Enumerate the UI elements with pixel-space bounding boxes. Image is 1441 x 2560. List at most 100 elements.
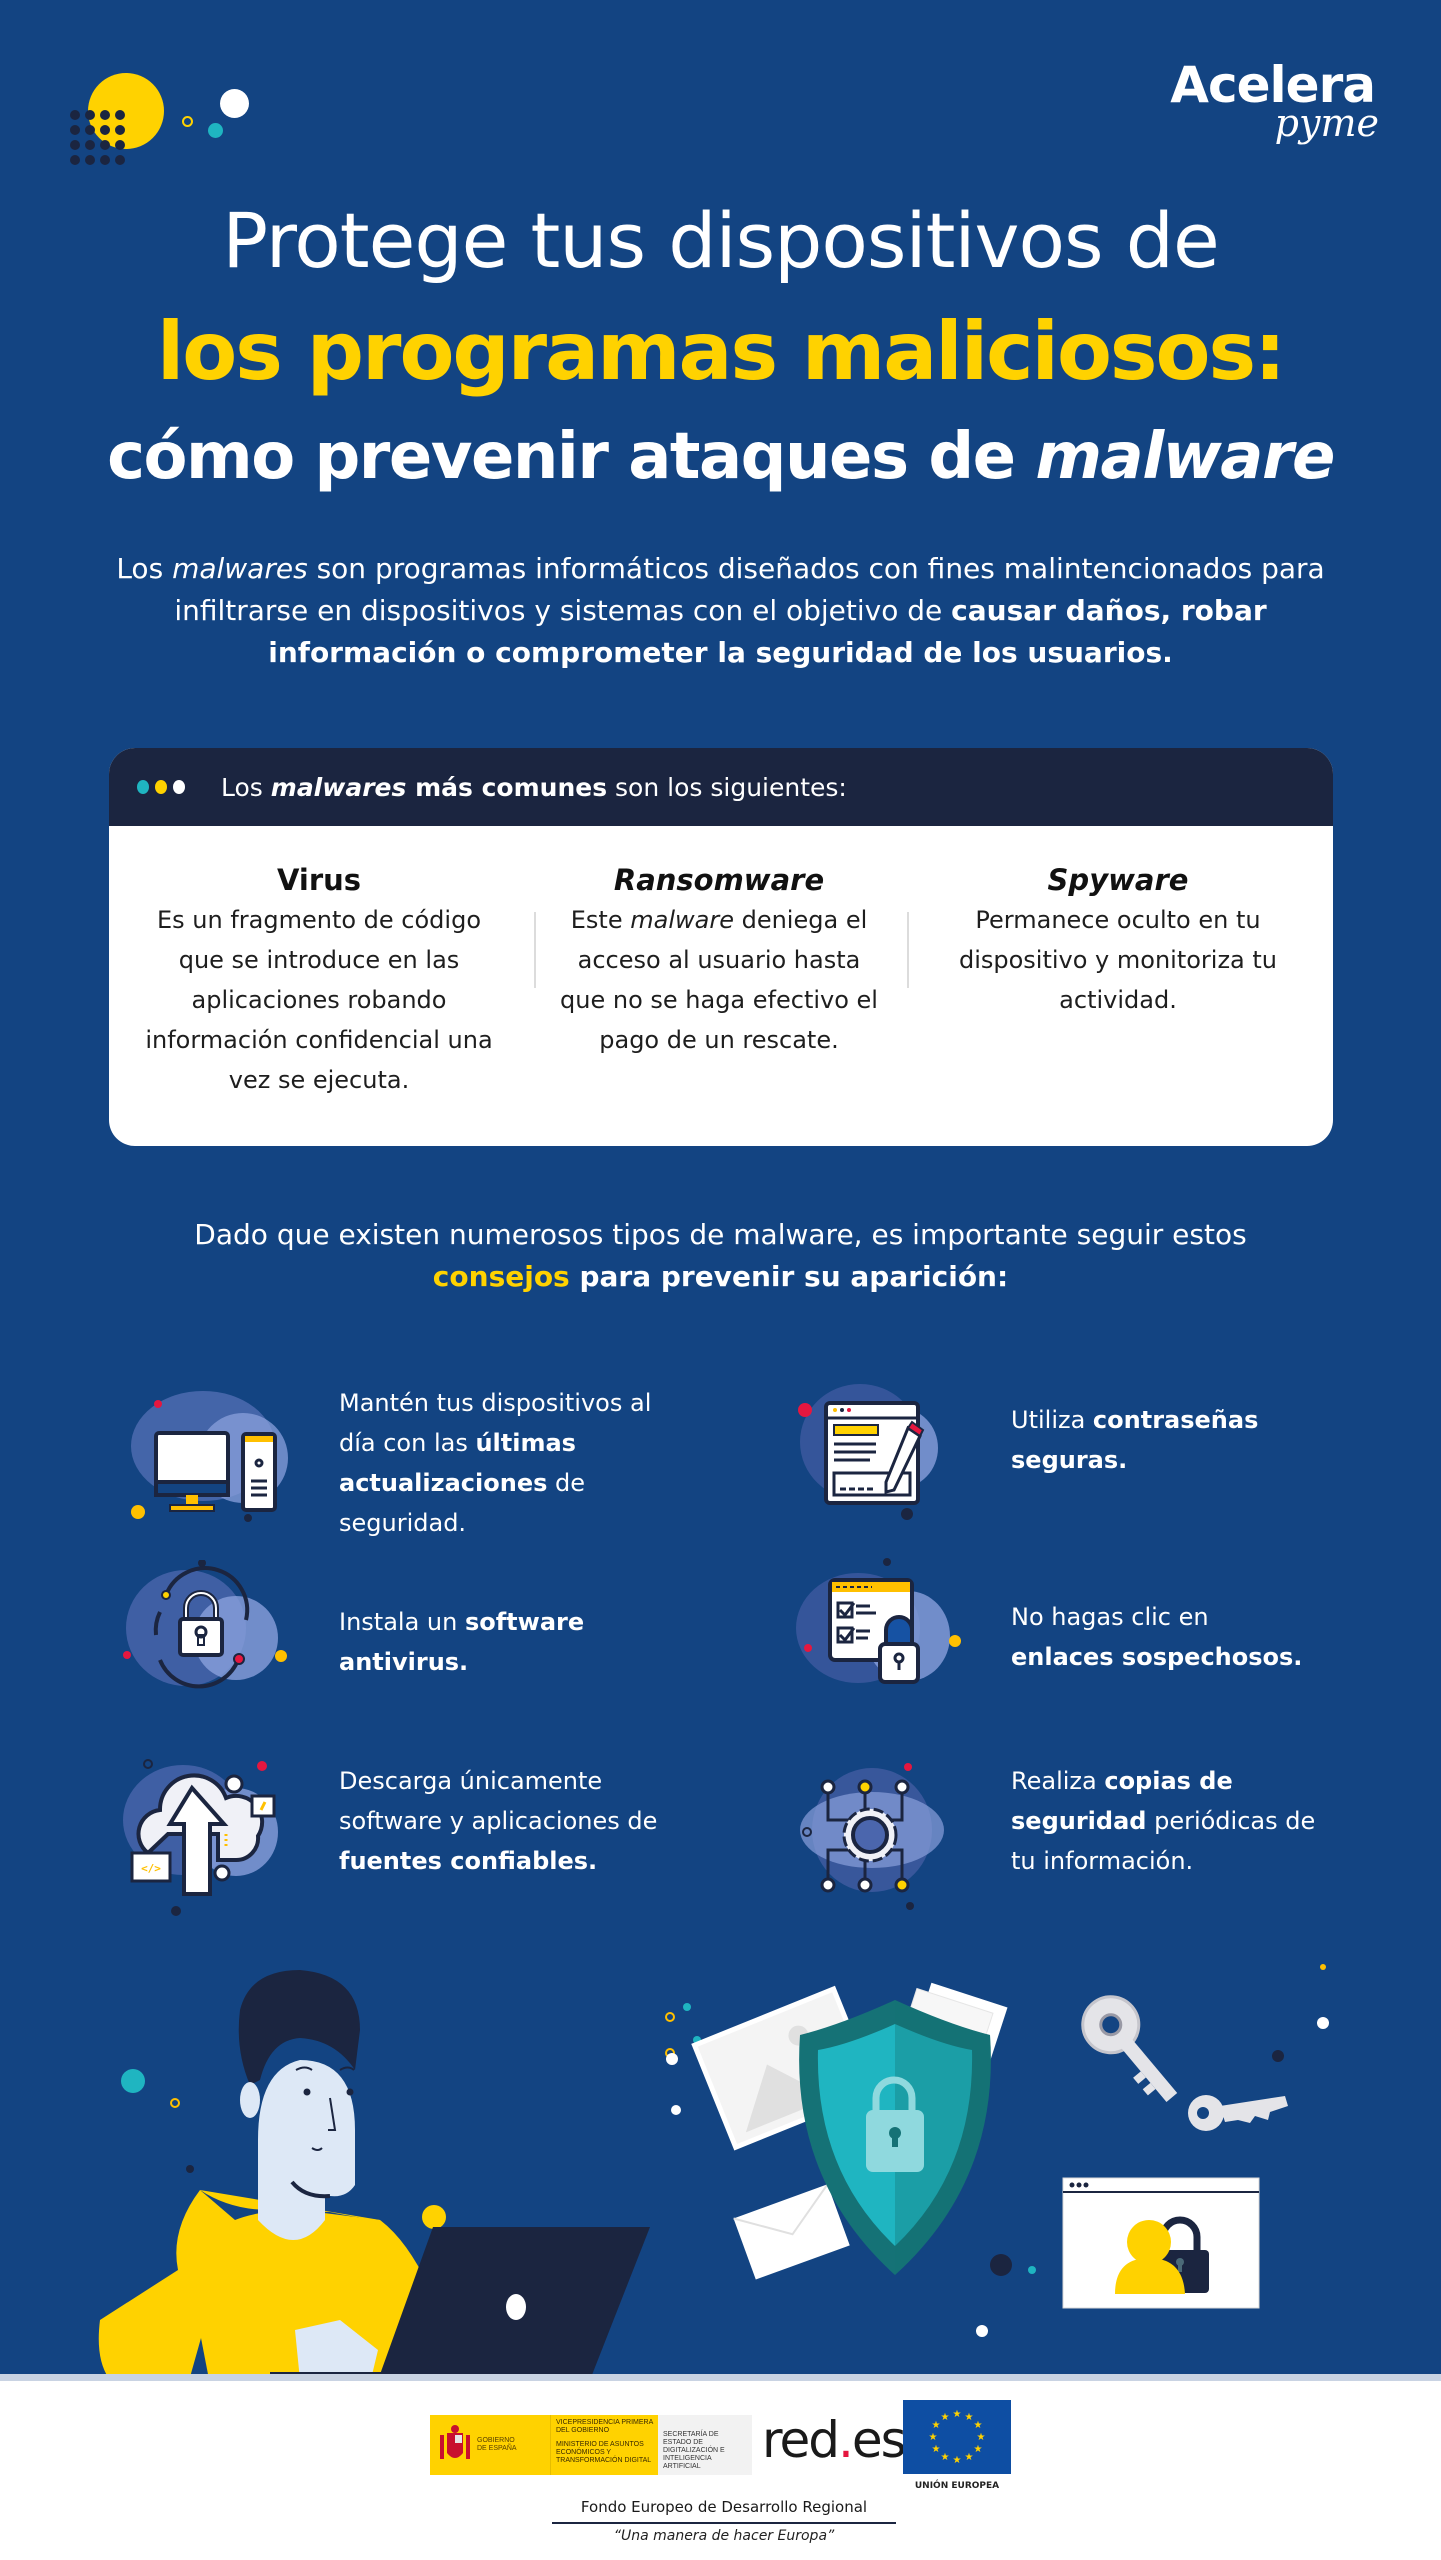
malware-type-name: Spyware: [1047, 863, 1189, 897]
decorative-white-dot: [220, 89, 249, 118]
ministry-block: VICEPRESIDENCIA PRIMERA DEL GOBIERNO MIN…: [550, 2415, 658, 2475]
illustration-baseline: [0, 2374, 1441, 2378]
svg-text:★: ★: [941, 2412, 950, 2423]
yellow-dot-icon: [155, 780, 167, 794]
tip-text: Utiliza: [1011, 1406, 1093, 1434]
password-form-icon: [790, 1378, 960, 1528]
intro-emphasis: malwares: [172, 552, 308, 585]
padlock-icon: [118, 1559, 288, 1710]
vicepresidencia-text: VICEPRESIDENCIA PRIMERA DEL GOBIERNO: [556, 2419, 653, 2434]
svg-text:★: ★: [953, 2409, 962, 2420]
eu-label: UNIÓN EUROPEA: [914, 2481, 1000, 2491]
tip-text: periódicas de tu información.: [1011, 1807, 1316, 1875]
svg-text:★: ★: [941, 2452, 950, 2463]
title-line-2: los programas maliciosos:: [156, 305, 1286, 398]
security-shield-illustration: [665, 1964, 1329, 2337]
tip-text: Mantén tus dispositivos al día con las: [339, 1389, 652, 1457]
malware-type-description: Este malware deniega el acceso al usuari…: [559, 900, 879, 1060]
tip-bold: últimas actualizaciones: [339, 1429, 576, 1497]
title-line-1: Protege tus dispositivos de: [222, 196, 1220, 285]
malware-type-description: Permanece oculto en tu dispositivo y mon…: [958, 906, 1278, 1014]
computer-icon: [118, 1378, 288, 1528]
description-emphasis: malware: [630, 906, 734, 934]
card-header: Los malwares más comunes son los siguien…: [109, 748, 1333, 826]
tip-trusted-sources: Descarga únicamente software y aplicacio…: [339, 1761, 669, 1881]
intro-bold: causar daños, robar información o compro…: [268, 594, 1267, 669]
person-with-laptop-illustration: [98, 1970, 701, 2378]
tip-passwords: Utiliza contraseñas seguras.: [1011, 1400, 1341, 1480]
svg-text:★: ★: [953, 2455, 962, 2466]
card-header-text: son los siguientes:: [607, 772, 847, 802]
column-divider: [907, 912, 909, 988]
redes-text: red: [762, 2411, 840, 2469]
spain-government-block: GOBIERNO DE ESPAÑA: [430, 2415, 550, 2475]
card-header-bold: más comunes: [406, 772, 608, 802]
tip-text: de seguridad.: [339, 1469, 586, 1537]
tip-text: Instala un: [339, 1608, 465, 1636]
teal-dot-icon: [137, 780, 149, 794]
tip-bold: software antivirus.: [339, 1608, 585, 1676]
title-line-3: cómo prevenir ataques de malware: [0, 420, 1441, 494]
malware-type-virus: Virus Es un fragmento de código que se i…: [139, 860, 499, 1100]
redes-text: es: [851, 2411, 907, 2469]
intro-paragraph: Los malwares son programas informáticos …: [100, 548, 1341, 674]
tips-heading: Dado que existen numerosos tipos de malw…: [0, 1214, 1441, 1298]
malware-type-spyware: Spyware Permanece oculto en tu dispositi…: [951, 860, 1285, 1020]
decorative-dot-grid: [70, 110, 125, 165]
description-text: Este: [570, 906, 631, 934]
card-header-label: Los malwares más comunes son los siguien…: [221, 773, 847, 802]
white-dot-icon: [173, 780, 185, 794]
government-logo: GOBIERNO DE ESPAÑA VICEPRESIDENCIA PRIME…: [430, 2415, 752, 2475]
malware-type-name: Virus: [276, 863, 362, 897]
tip-backups: Realiza copias de seguridad periódicas d…: [1011, 1761, 1341, 1881]
logo-sub-text: pyme: [1274, 101, 1379, 145]
column-divider: [534, 912, 536, 988]
decorative-yellow-ring: [182, 116, 193, 127]
eu-flag-icon: ★★★ ★★★ ★★★ ★★★: [903, 2400, 1011, 2474]
tip-text: Descarga únicamente software y aplicacio…: [339, 1767, 658, 1835]
malware-types-columns: Virus Es un fragmento de código que se i…: [109, 826, 1333, 1146]
card-header-text: Los: [221, 772, 271, 802]
decorative-teal-dot: [208, 123, 223, 138]
redes-dot: .: [837, 2411, 854, 2469]
tip-updates: Mantén tus dispositivos al día con las ú…: [339, 1383, 669, 1543]
tips-heading-highlight: consejos: [432, 1260, 570, 1293]
malware-types-card: Los malwares más comunes son los siguien…: [109, 748, 1333, 1146]
svg-text:★: ★: [977, 2432, 986, 2443]
svg-text:★: ★: [929, 2432, 938, 2443]
secretaria-block: SECRETARÍA DE ESTADO DE DIGITALIZACIÓN E…: [658, 2415, 752, 2475]
malware-type-name: Ransomware: [613, 863, 825, 897]
tip-bold: contraseñas seguras.: [1011, 1406, 1259, 1474]
gear-network-icon: [790, 1750, 960, 1910]
malware-type-description: Es un fragmento de código que se introdu…: [145, 906, 493, 1094]
intro-text: Los: [116, 552, 173, 585]
svg-text:★: ★: [932, 2444, 941, 2455]
tip-text: Realiza: [1011, 1767, 1105, 1795]
svg-text:★: ★: [965, 2412, 974, 2423]
tip-antivirus: Instala un software antivirus.: [339, 1602, 669, 1682]
svg-text:★: ★: [965, 2452, 974, 2463]
fund-motto: “Una manera de hacer Europa”: [613, 2528, 835, 2544]
fund-divider: [552, 2522, 896, 2524]
tip-text: No hagas clic en: [1011, 1603, 1209, 1631]
logo-main-text: Acelera: [1170, 56, 1376, 114]
svg-text:★: ★: [932, 2420, 941, 2431]
spain-coat-of-arms-icon: [440, 2425, 470, 2459]
secretaria-text: SECRETARÍA DE ESTADO DE DIGITALIZACIÓN E…: [663, 2431, 725, 2470]
malware-type-ransomware: Ransomware Este malware deniega el acces…: [559, 860, 879, 1060]
infographic-poster: Acelera pyme Protege tus dispositivos de…: [0, 0, 1441, 2378]
title-line-3-emphasis: malware: [1035, 420, 1335, 494]
description-text: deniega el acceso al usuario hasta que n…: [560, 906, 878, 1054]
tips-heading-line-1: Dado que existen numerosos tipos de malw…: [194, 1218, 1247, 1251]
tip-bold: enlaces sospechosos.: [1011, 1643, 1303, 1671]
tips-heading-rest: para prevenir su aparición:: [569, 1260, 1009, 1293]
secure-checklist-icon: [790, 1558, 961, 1708]
footer-logos: GOBIERNO DE ESPAÑA VICEPRESIDENCIA PRIME…: [0, 2378, 1441, 2560]
title-line-3-prefix: cómo prevenir ataques de: [107, 420, 1036, 494]
acelera-pyme-logo: Acelera pyme: [1170, 56, 1379, 142]
tip-suspicious-links: No hagas clic en enlaces sospechosos.: [1011, 1597, 1341, 1677]
intro-text: son programas informáticos diseñados con…: [174, 552, 1325, 627]
red-es-logo: red.es: [762, 2411, 907, 2469]
svg-text:</>: </>: [141, 1862, 161, 1875]
fund-name: Fondo Europeo de Desarrollo Regional: [580, 2498, 868, 2516]
